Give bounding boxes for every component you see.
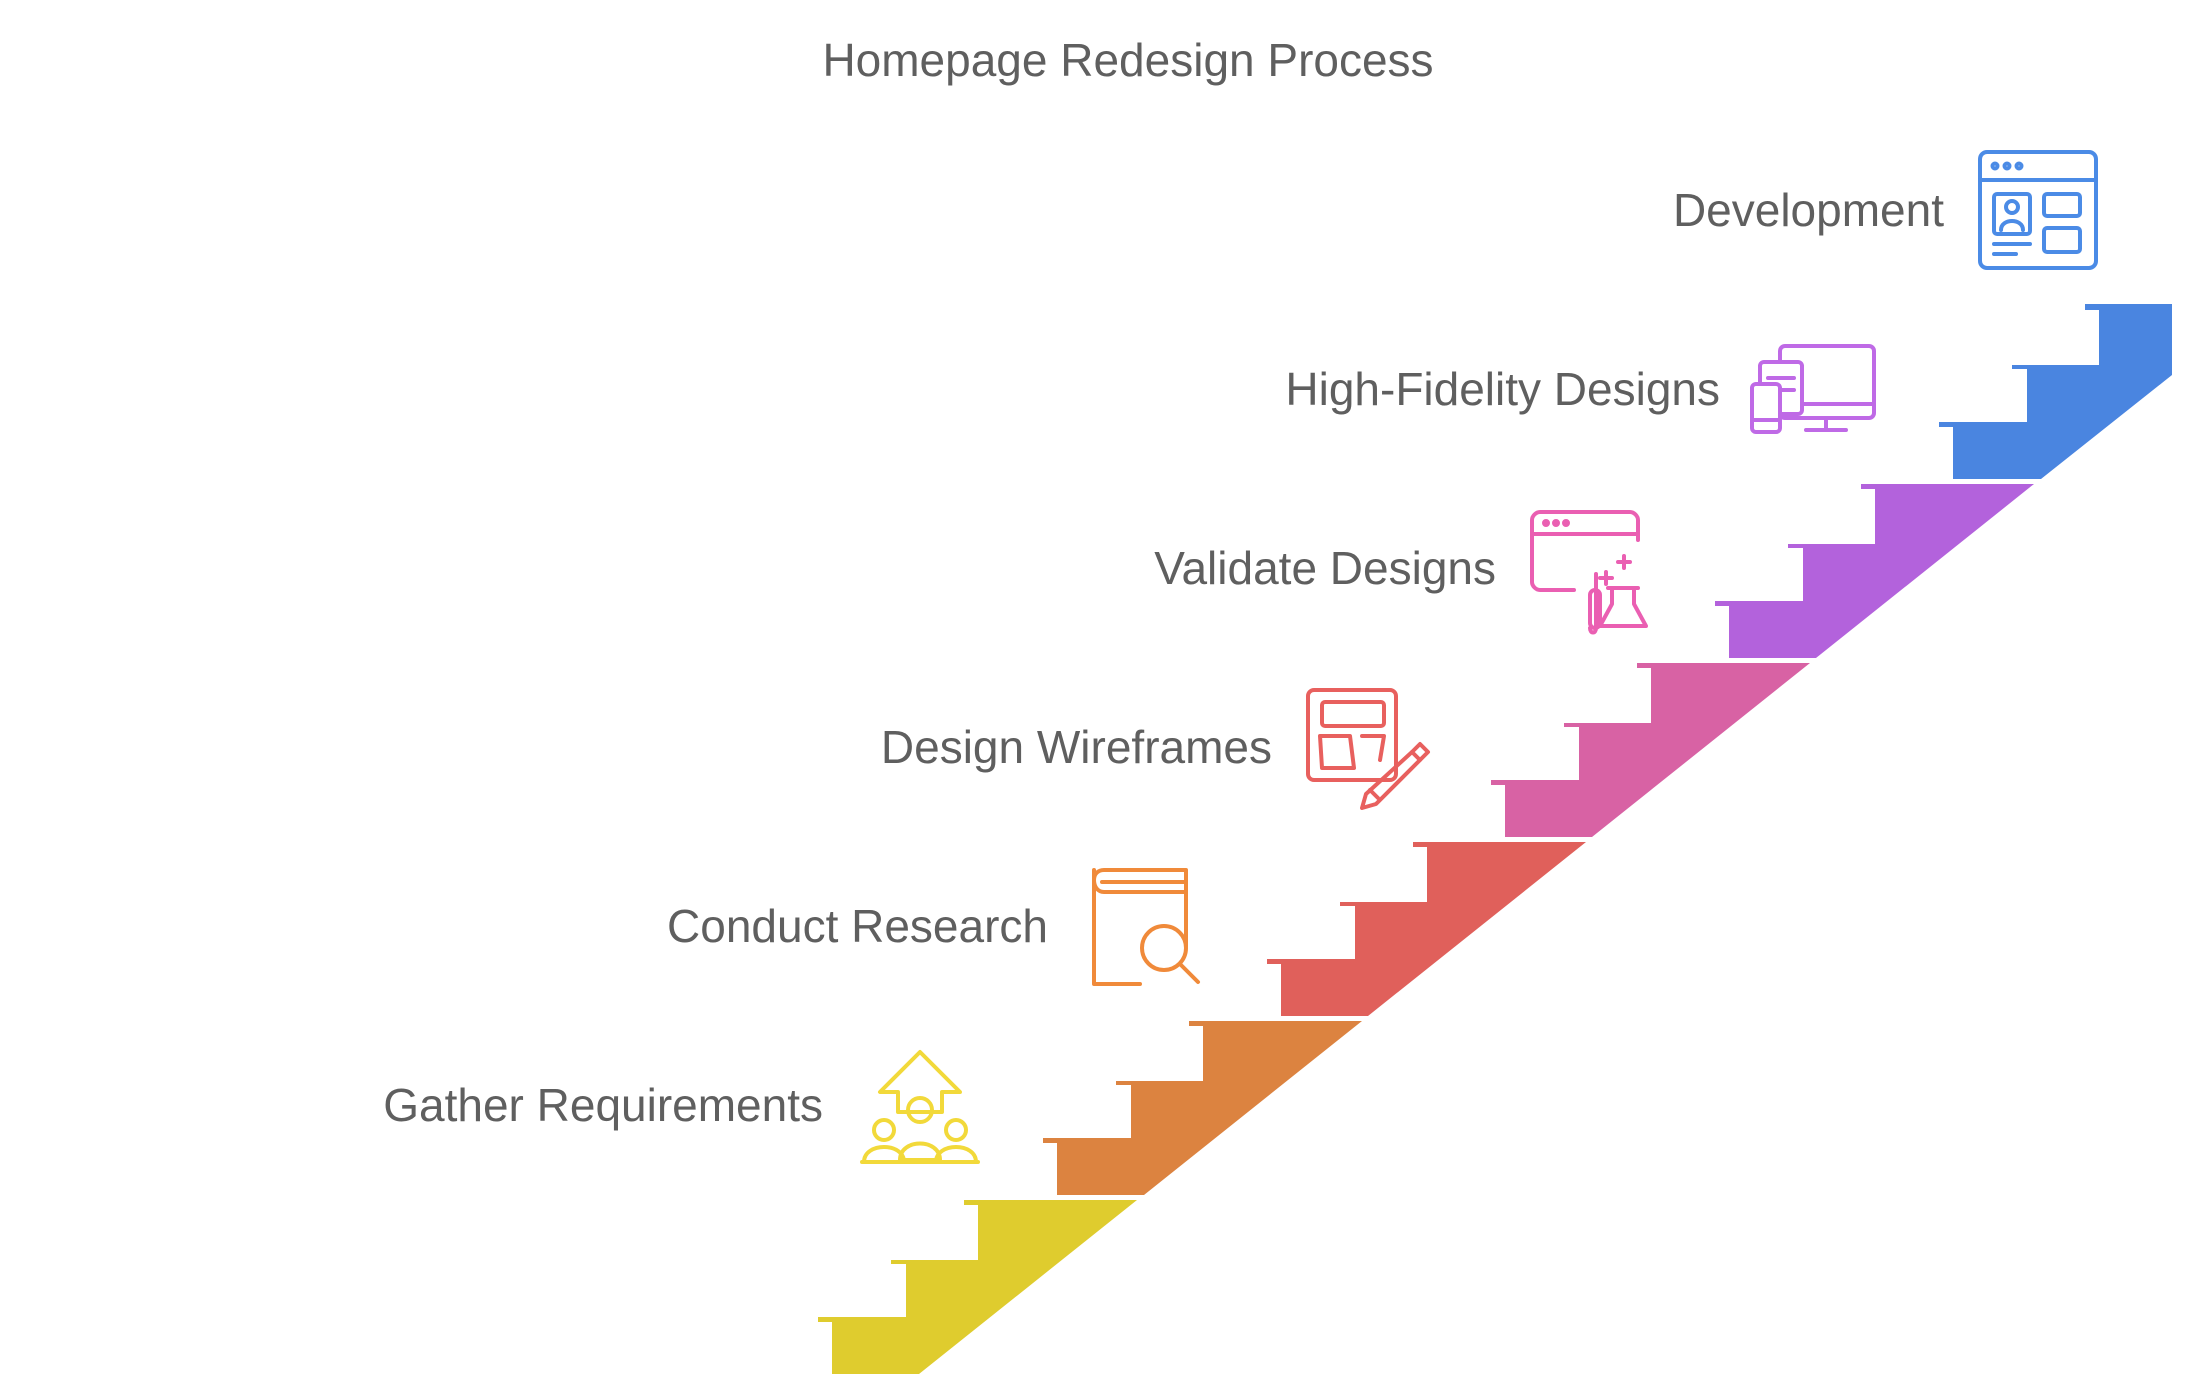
stair-step-validate-designs	[1491, 663, 1810, 837]
step-label-validate-designs: Validate Designs	[1154, 542, 1496, 594]
stair-step-conduct-research	[1043, 1021, 1362, 1195]
step-label-design-wireframes: Design Wireframes	[881, 721, 1272, 773]
stair-segment-1	[818, 1200, 1137, 1374]
step-label-gather-requirements: Gather Requirements	[383, 1079, 823, 1131]
stair-segment-5	[1715, 484, 2034, 658]
step-label-conduct-research: Conduct Research	[667, 900, 1048, 952]
stair-step-gather-requirements	[818, 1200, 1137, 1374]
step-label-high-fidelity-designs: High-Fidelity Designs	[1285, 363, 1720, 415]
stair-step-design-wireframes	[1267, 842, 1586, 1016]
stair-segment-4	[1491, 663, 1810, 837]
step-label-development: Development	[1673, 184, 1944, 236]
wireframe-pencil-icon	[1306, 688, 1430, 810]
browser-layout-icon	[1978, 150, 2098, 270]
stair-segment-6	[1939, 304, 2172, 479]
stair-step-development	[1939, 304, 2172, 479]
devices-icon	[1750, 344, 1876, 434]
stair-segment-3	[1267, 842, 1586, 1016]
diagram-title: Homepage Redesign Process	[822, 34, 1433, 86]
stair-step-high-fidelity-designs	[1715, 484, 2034, 658]
user-group-arrow-icon	[860, 1050, 980, 1164]
browser-flask-icon	[1530, 510, 1648, 635]
stair-segment-2	[1043, 1021, 1362, 1195]
book-search-icon	[1092, 868, 1200, 986]
